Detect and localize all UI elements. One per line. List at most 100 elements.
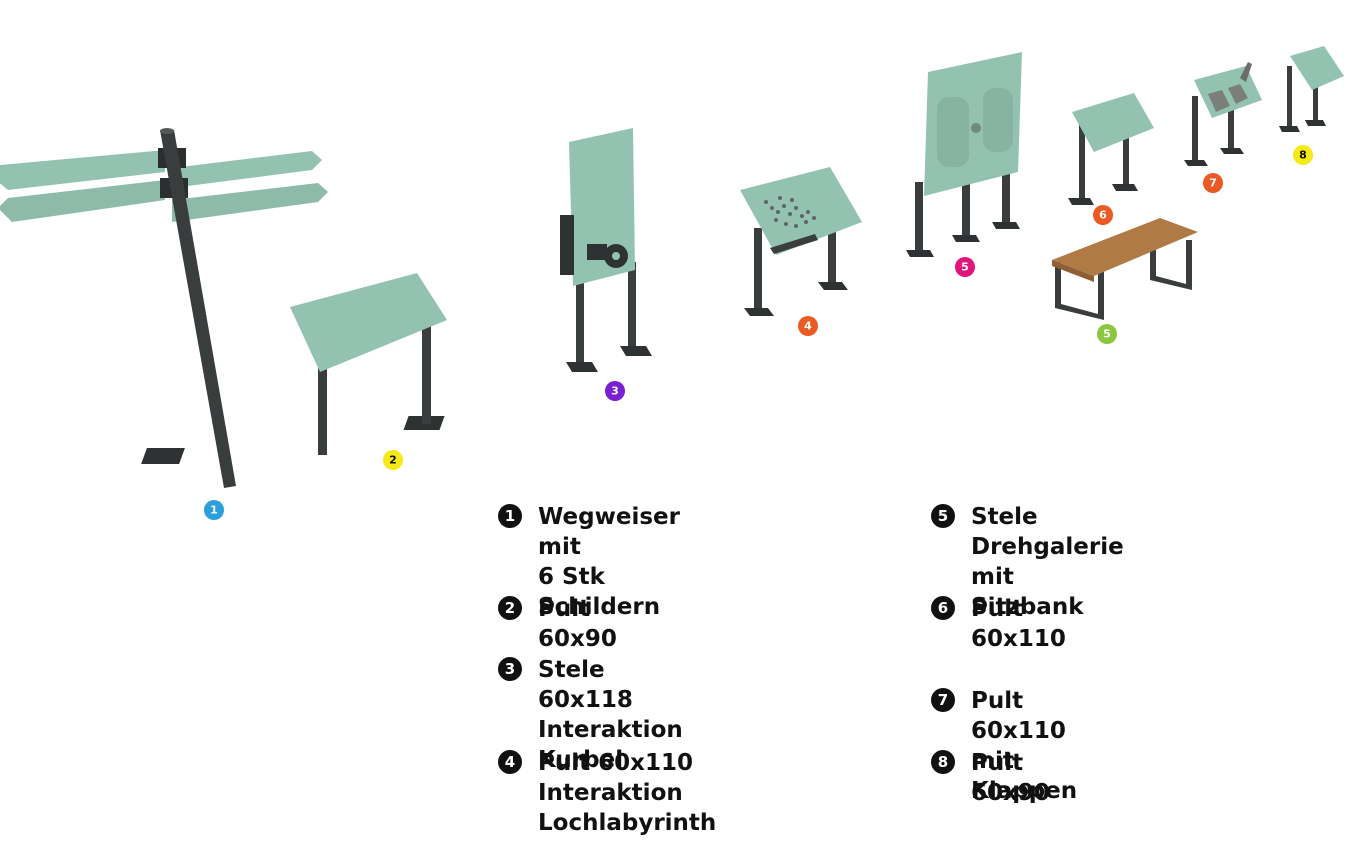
desk-leg: [754, 228, 762, 310]
signpost-object: [0, 128, 328, 488]
legend-item-6: 6 Pult 60x110: [931, 594, 1066, 654]
desk-foot: [1220, 148, 1244, 154]
legend-item-1: 1 Wegweiser mit 6 Stk Schildern: [498, 502, 680, 622]
desk-foot: [1184, 160, 1208, 166]
labyrinth-holes: [764, 196, 816, 228]
desk-60x90-object: [141, 273, 447, 464]
legend-line: Pult 60x110: [971, 596, 1066, 652]
gallery-drum: [983, 88, 1013, 152]
desk-small-object: [1279, 46, 1344, 132]
legend-line: Wegweiser mit: [538, 504, 680, 560]
desk-leg: [1287, 66, 1292, 128]
marker-2-label: 2: [389, 454, 397, 467]
sign-arm-left-upper: [0, 150, 165, 190]
desk-panel: [1194, 66, 1262, 118]
signpost-pole-top: [160, 128, 174, 134]
desk-panel: [1072, 93, 1154, 152]
stele-crank-object: [560, 128, 652, 372]
marker-5-gallery: 5: [955, 257, 975, 277]
desk-leg: [1228, 92, 1234, 150]
marker-5-bench: 5: [1097, 324, 1117, 344]
marker-4-label: 4: [804, 320, 812, 333]
marker-7: 7: [1203, 173, 1223, 193]
legend-line: Pult 60x90: [538, 596, 617, 652]
desk-60x110-object: [1068, 93, 1154, 205]
desk-foot: [141, 448, 185, 464]
marker-3: 3: [605, 381, 625, 401]
marker-8: 8: [1293, 145, 1313, 165]
legend-text: Pult 60x90: [971, 748, 1050, 808]
stele-leg: [628, 262, 636, 352]
desk-leg: [828, 220, 836, 286]
marker-8-label: 8: [1299, 149, 1307, 162]
stele-foot: [906, 250, 934, 257]
marker-1: 1: [204, 500, 224, 520]
desk-leg: [1313, 70, 1318, 122]
stele-leg: [915, 182, 923, 252]
rotating-gallery-object: [906, 52, 1022, 257]
bench-seat: [1052, 218, 1198, 276]
stele-foot: [620, 346, 652, 356]
sign-arm-left-lower: [0, 180, 165, 222]
desk-leg: [1192, 96, 1198, 162]
legend-text: Pult 60x110 mit Klappen: [971, 686, 1077, 806]
legend-line: Stele 60x118: [538, 657, 633, 713]
gallery-knob: [971, 123, 981, 133]
flap: [1208, 90, 1230, 112]
marker-6-label: 6: [1099, 209, 1107, 222]
desk-flaps-object: [1184, 62, 1262, 166]
desk-foot: [1112, 184, 1138, 191]
stele-foot: [952, 235, 980, 242]
legend-item-5: 5 Stele Drehgalerie mit Sitzbank: [931, 502, 1124, 622]
legend-item-2: 2 Pult 60x90: [498, 594, 617, 654]
legend-text: Wegweiser mit 6 Stk Schildern: [538, 502, 680, 622]
sign-arm-right-lower: [172, 183, 328, 222]
legend-item-3: 3 Stele 60x118 Interaktion Kurbel: [498, 655, 683, 775]
desk-leg: [1123, 118, 1129, 186]
desk-foot: [1305, 120, 1326, 126]
signpost-pole: [160, 130, 236, 488]
legend-number: 4: [498, 750, 522, 774]
legend-number: 2: [498, 596, 522, 620]
legend-line: Pult 60x90: [971, 750, 1050, 806]
desk-leg: [1079, 124, 1085, 198]
marker-2: 2: [383, 450, 403, 470]
bench-object: [1052, 218, 1198, 320]
desk-panel: [290, 273, 447, 372]
sign-arm-right-upper: [172, 151, 322, 188]
number-markers: 1 2 3 4 5 5 6 7 8: [204, 145, 1313, 520]
legend-line: Pult 60x110: [538, 750, 693, 776]
legend-text: Stele 60x118 Interaktion Kurbel: [538, 655, 683, 775]
legend-number: 5: [931, 504, 955, 528]
marker-5-label: 5: [1103, 328, 1111, 341]
legend-line: Pult 60x110 mit Klappen: [971, 688, 1078, 804]
desk-leg: [318, 340, 327, 455]
legend-line: Interaktion Kurbel: [538, 717, 683, 773]
stele-foot: [992, 222, 1020, 229]
bench-seat-edge: [1052, 260, 1094, 282]
marker-1-label: 1: [210, 504, 218, 517]
legend-number: 7: [931, 688, 955, 712]
desk-panel: [740, 167, 862, 255]
desk-panel: [1290, 46, 1344, 90]
legend-line: Interaktion Lochlabyrinth: [538, 780, 717, 836]
legend-line: mit Sitzbank: [971, 564, 1084, 620]
legend-item-4: 4 Pult 60x110 Interaktion Lochlabyrinth: [498, 748, 716, 838]
gallery-drum: [937, 97, 969, 167]
desk-foot: [1279, 126, 1300, 132]
crank-wheel-hub: [612, 252, 620, 260]
legend-item-8: 8 Pult 60x90: [931, 748, 1050, 808]
marker-4: 4: [798, 316, 818, 336]
legend-number: 6: [931, 596, 955, 620]
legend-number: 8: [931, 750, 955, 774]
desk-foot: [744, 308, 774, 316]
stele-leg: [962, 176, 970, 238]
marker-7-label: 7: [1209, 177, 1217, 190]
marker-6: 6: [1093, 205, 1113, 225]
legend-text: Stele Drehgalerie mit Sitzbank: [971, 502, 1124, 622]
legend-text: Pult 60x90: [538, 594, 617, 654]
stele-foot: [566, 362, 598, 372]
crank-box: [560, 215, 574, 275]
flap-open: [1240, 62, 1252, 82]
